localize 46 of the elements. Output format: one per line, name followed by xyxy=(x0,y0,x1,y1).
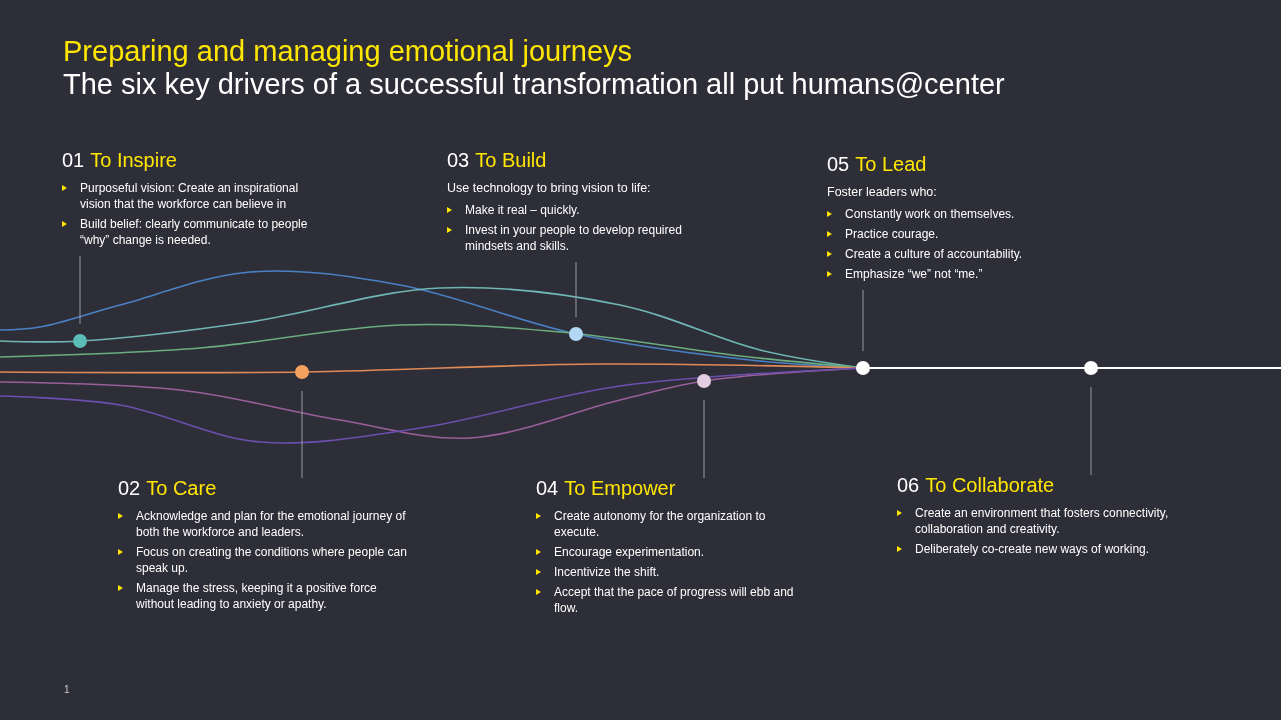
step-number: 03 xyxy=(447,149,470,171)
bullet-item: Build belief: clearly communicate to people “why” change is needed. xyxy=(62,216,312,248)
leader-line xyxy=(79,255,81,325)
intro-text: Use technology to bring vision to life: xyxy=(447,180,651,196)
bullet-item: Purposeful vision: Create an inspirational vision that the workforce can believe in xyxy=(62,180,312,212)
bullet-item: Acknowledge and plan for the emotional journey of both the workforce and leaders. xyxy=(118,508,418,540)
step-number: 04 xyxy=(536,477,559,499)
intro-text: Foster leaders who: xyxy=(827,184,937,200)
timeline-dot xyxy=(856,361,870,375)
bullet-item: Create autonomy for the organization to execute. xyxy=(536,508,796,540)
timeline-dot xyxy=(1084,361,1098,375)
step-number: 02 xyxy=(118,477,141,499)
step-number: 05 xyxy=(827,153,850,175)
step-heading: To Lead xyxy=(855,153,927,175)
bullet-item: Emphasize “we” not “me.” xyxy=(827,266,1077,282)
leader-line xyxy=(301,390,303,479)
leader-line xyxy=(862,289,864,352)
bullet-item: Practice courage. xyxy=(827,226,1077,242)
bullet-item: Create a culture of accountability. xyxy=(827,246,1077,262)
timeline-dot xyxy=(569,327,583,341)
page-number: 1 xyxy=(64,684,70,695)
bullet-item: Deliberately co-create new ways of working. xyxy=(897,541,1227,557)
subtitle: The six key drivers of a successful transformation all put humans@center xyxy=(63,68,1005,101)
bullet-item: Accept that the pace of progress will ebb and flow. xyxy=(536,584,796,616)
step-heading: To Build xyxy=(475,149,547,171)
timeline-dot xyxy=(73,334,87,348)
step-number: 06 xyxy=(897,474,920,496)
bullet-item: Incentivize the shift. xyxy=(536,564,796,580)
leader-line xyxy=(703,399,705,479)
bullet-item: Invest in your people to develop required mindsets and skills. xyxy=(447,222,692,254)
leader-line xyxy=(575,261,577,318)
leader-line xyxy=(1090,386,1092,476)
timeline-dot xyxy=(295,365,309,379)
bullet-item: Make it real – quickly. xyxy=(447,202,692,218)
step-heading: To Collaborate xyxy=(925,474,1055,496)
title: Preparing and managing emotional journeys xyxy=(63,35,633,68)
step-number: 01 xyxy=(62,149,85,171)
step-heading: To Empower xyxy=(564,477,676,499)
bullet-item: Encourage experimentation. xyxy=(536,544,796,560)
step-heading: To Inspire xyxy=(90,149,177,171)
bullet-item: Manage the stress, keeping it a positive force without leading to anxiety or apathy. xyxy=(118,580,418,612)
bullet-item: Create an environment that fosters connectivity, collaboration and creativity. xyxy=(897,505,1227,537)
step-heading: To Care xyxy=(146,477,217,499)
timeline-dot xyxy=(697,374,711,388)
bullet-item: Focus on creating the conditions where people can speak up. xyxy=(118,544,418,576)
bullet-item: Constantly work on themselves. xyxy=(827,206,1077,222)
